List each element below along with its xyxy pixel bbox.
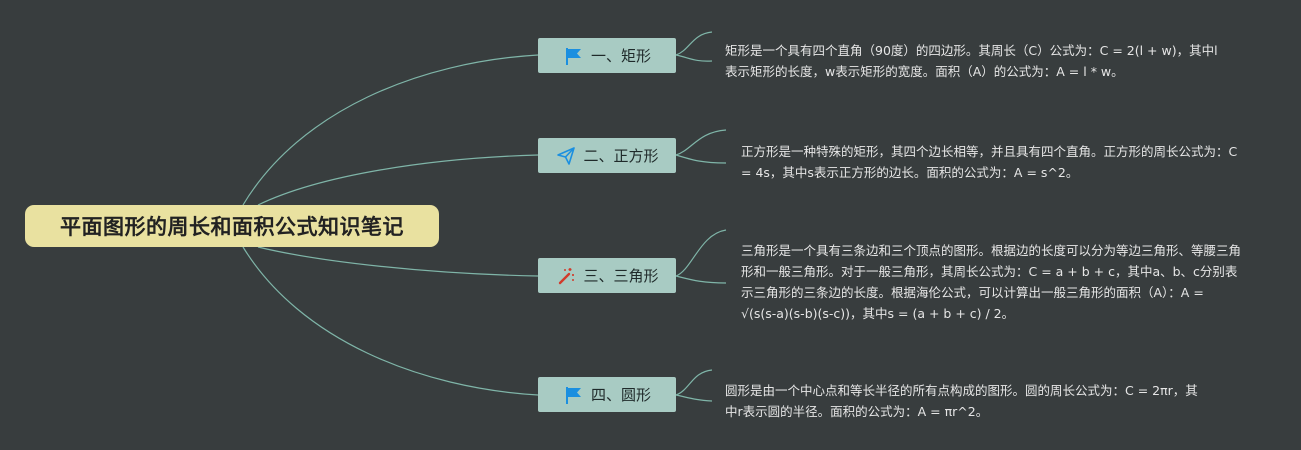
root-topic-title: 平面图形的周长和面积公式知识笔记 (60, 215, 404, 239)
connector-branch-2-note (675, 129, 727, 164)
flag-icon (563, 384, 585, 406)
note-rectangle: 矩形是一个具有四个直角（90度）的四边形。其周长（C）公式为：C = 2(l +… (725, 43, 1218, 79)
connector-root-branch-3 (257, 246, 539, 277)
branch-label: 一、矩形 (590, 47, 651, 65)
note-square: 正方形是一种特殊的矩形，其四个边长相等，并且具有四个直角。正方形的周长公式为：C… (741, 144, 1238, 180)
connector-root-branch-2 (257, 154, 539, 206)
branch-square[interactable]: 二、正方形 (538, 138, 676, 173)
connector-branch-3-note (675, 229, 727, 284)
connector-root-branch-4 (242, 246, 539, 396)
note-circle: 圆形是由一个中心点和等长半径的所有点构成的图形。圆的周长公式为：C = 2πr，… (725, 383, 1198, 419)
paper-plane-icon (555, 145, 577, 167)
magic-wand-icon (555, 265, 577, 287)
note-triangle: 三角形是一个具有三条边和三个顶点的图形。根据边的长度可以分为等边三角形、等腰三角… (741, 243, 1242, 321)
branch-rectangle[interactable]: 一、矩形 (538, 38, 676, 73)
branch-label: 二、正方形 (583, 147, 659, 165)
root-topic[interactable]: 平面图形的周长和面积公式知识笔记 (25, 205, 439, 247)
branch-label: 三、三角形 (583, 267, 659, 285)
connector-branch-1-note (675, 31, 713, 62)
branch-circle[interactable]: 四、圆形 (538, 377, 676, 412)
flag-icon (563, 45, 585, 67)
branch-label: 四、圆形 (590, 386, 651, 404)
connector-branch-4-note (675, 369, 713, 402)
branch-triangle[interactable]: 三、三角形 (538, 258, 676, 293)
connector-root-branch-1 (242, 54, 539, 206)
